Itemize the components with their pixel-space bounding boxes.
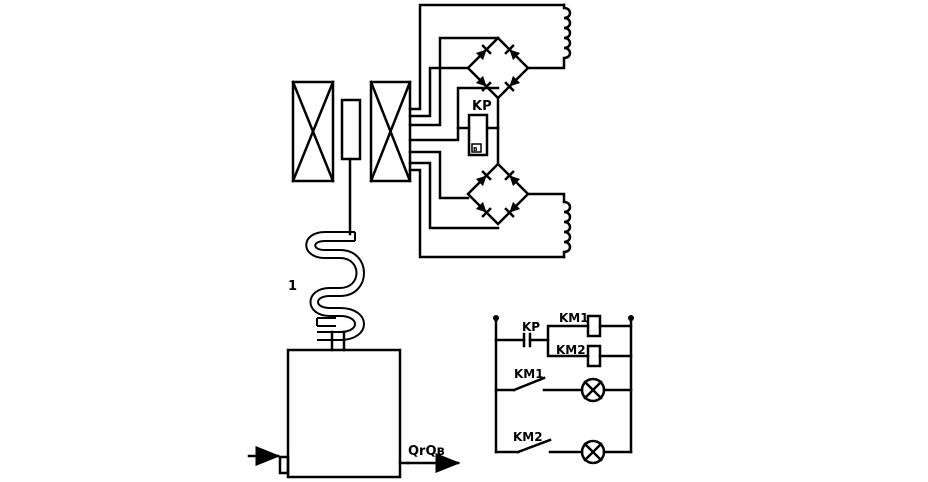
ctl-contact-kp-label: KP (522, 320, 540, 334)
bridge-wiring (408, 3, 566, 259)
ctl-coil-km1-label: KM1 (559, 311, 589, 325)
ctl-contact-km1-label: KM1 (514, 367, 544, 381)
relay-kp (456, 96, 500, 166)
bridge-rectifier-bottom (466, 162, 530, 226)
ctl-contact-km2-label: KM2 (513, 430, 543, 444)
flow-out-label: QrQв (408, 444, 445, 459)
inductor-bottom (526, 192, 572, 259)
ctl-coil-km2-label: KM2 (556, 343, 586, 357)
serpentine-tube (305, 231, 365, 341)
relay-kp-label: KP (472, 99, 492, 114)
coil-number-label: 1 (288, 279, 297, 294)
control-circuit (493, 314, 634, 465)
core-block-right (369, 80, 412, 183)
relay-small-label: в (473, 145, 478, 153)
inductor-top (526, 3, 572, 70)
sensor-element (340, 98, 362, 236)
tank (278, 330, 410, 479)
core-block-left (291, 80, 335, 183)
